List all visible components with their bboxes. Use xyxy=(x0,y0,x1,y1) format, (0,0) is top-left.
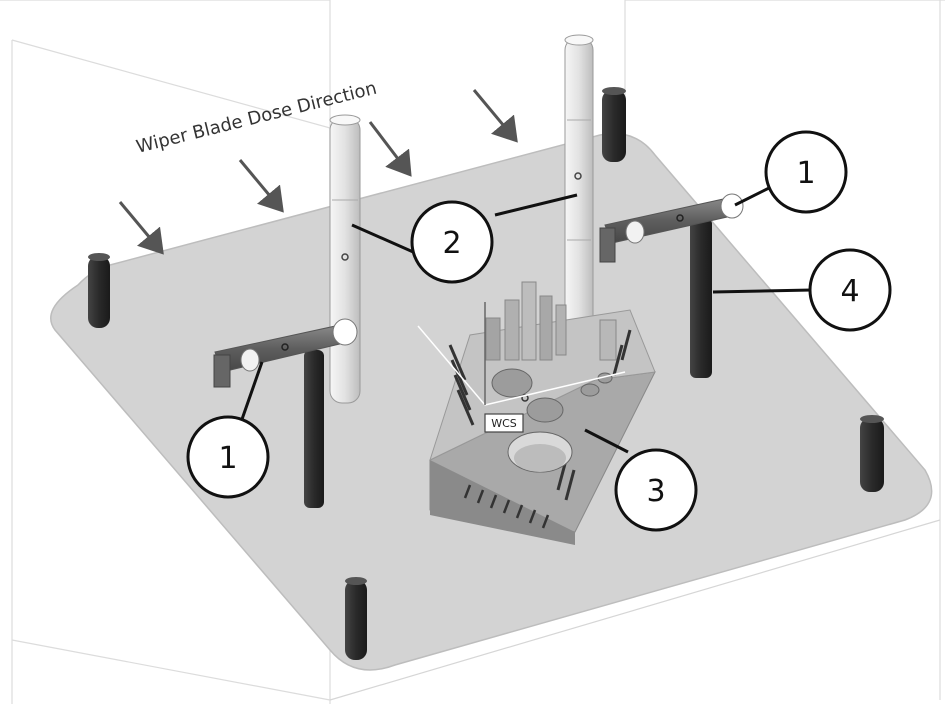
corner-pillars xyxy=(88,87,884,660)
arrow-icon xyxy=(118,201,164,255)
svg-text:WCS: WCS xyxy=(491,417,517,430)
callout-4: 4 xyxy=(808,248,892,332)
svg-text:2: 2 xyxy=(442,226,461,261)
vertical-post xyxy=(329,114,361,404)
support-arm-left xyxy=(213,318,358,388)
callout-leaders xyxy=(238,183,813,454)
pillar-back-left xyxy=(88,253,110,328)
arrow-icon xyxy=(238,159,284,213)
arrow-icon xyxy=(472,89,518,143)
svg-text:1: 1 xyxy=(218,441,237,476)
dark-column-left xyxy=(304,350,324,508)
support-arm-right xyxy=(599,193,744,263)
svg-text:4: 4 xyxy=(840,274,859,309)
dark-column xyxy=(690,218,712,378)
pillar-front-left xyxy=(345,577,367,660)
wcs-axes xyxy=(417,302,626,406)
callout-3: 3 xyxy=(614,448,698,532)
svg-text:1: 1 xyxy=(796,156,815,191)
wcs-label: WCS xyxy=(484,413,524,433)
callout-1-left: 1 xyxy=(186,415,270,499)
wiper-direction-arrows xyxy=(118,89,518,255)
pillar-back-right xyxy=(602,87,626,162)
callout-2: 2 xyxy=(410,200,494,284)
svg-text:3: 3 xyxy=(646,474,665,509)
arrow-icon xyxy=(368,121,412,177)
pillar-front-right xyxy=(860,415,884,492)
callout-1-right: 1 xyxy=(764,130,848,214)
build-volume-front-edges xyxy=(329,519,941,701)
vertical-post-rear xyxy=(564,34,594,329)
